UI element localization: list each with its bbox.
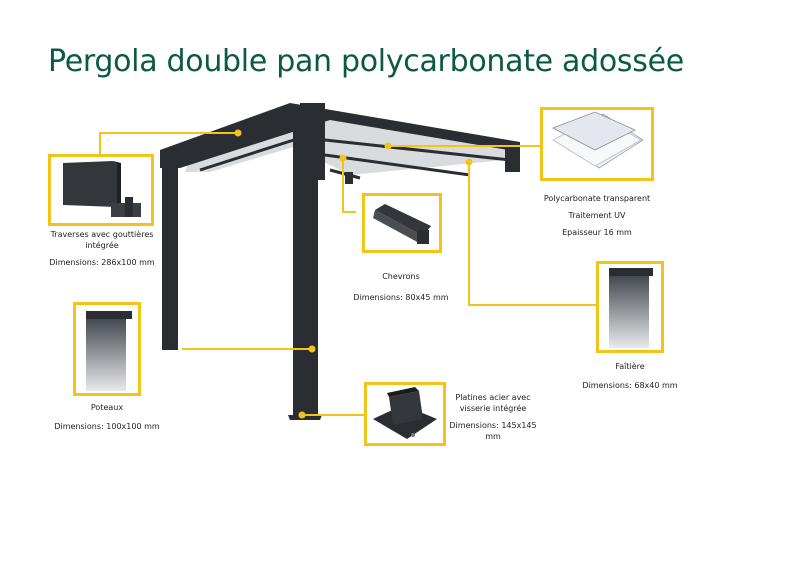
- front-post: [293, 115, 318, 415]
- poteaux-label: Poteaux Dimensions: 100x100 mm: [54, 403, 160, 431]
- back-post: [162, 160, 178, 350]
- beam-profile-icon: [63, 161, 141, 217]
- faitiere-label: Faîtière Dimensions: 68x40 mm: [582, 362, 678, 390]
- platines-label: Platines acier avec visserie intégrée Di…: [449, 393, 537, 441]
- rafter-profile-icon: [373, 204, 431, 244]
- traverses-image-box: [48, 154, 154, 226]
- chevrons-label: Chevrons Dimensions: 80x45 mm: [353, 272, 449, 302]
- page-title: Pergola double pan polycarbonate adossée: [48, 44, 684, 79]
- polycarbonate-label: Polycarbonate transparent Traitement UV …: [543, 194, 651, 237]
- chevrons-image-box: [362, 193, 442, 253]
- faitiere-image-box: [596, 261, 664, 353]
- polycarbonate-image-box: [540, 107, 654, 181]
- polycarbonate-sheets-icon: [552, 111, 644, 169]
- steel-base-plate-icon: [373, 387, 437, 439]
- traverses-label: Traverses avec gouttières intégrée Dimen…: [49, 230, 155, 267]
- platines-image-box: [364, 382, 446, 446]
- ridge-profile-icon: [609, 268, 653, 348]
- poteaux-image-box: [73, 302, 141, 396]
- post-profile-icon: [86, 311, 132, 391]
